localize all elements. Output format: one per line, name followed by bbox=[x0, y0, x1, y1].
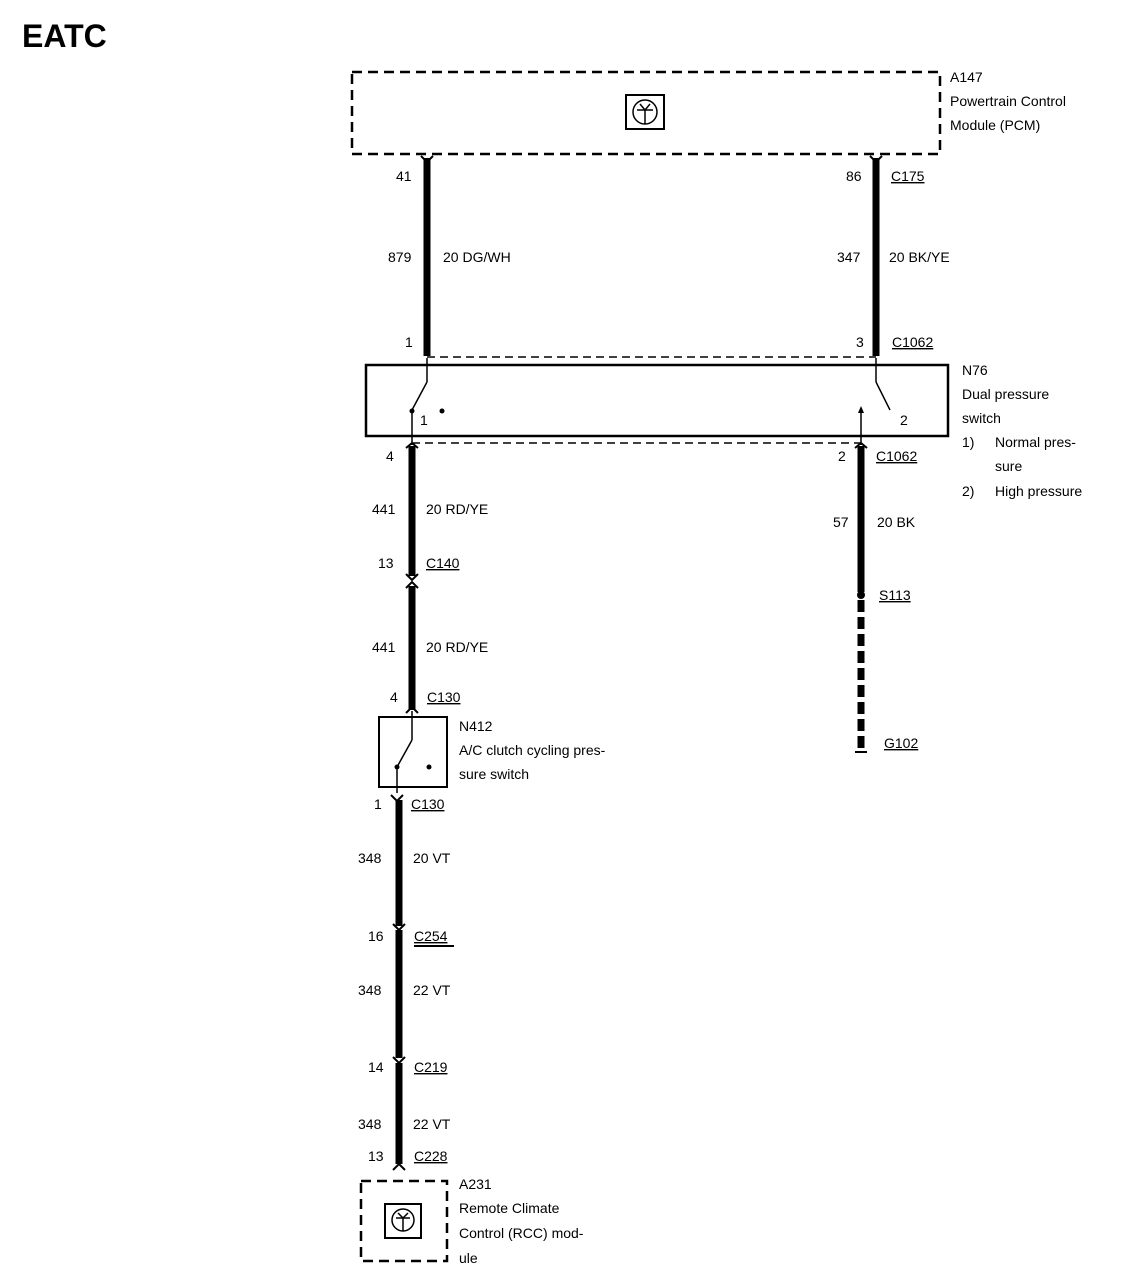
pin-3-top-label: 3 bbox=[856, 334, 864, 350]
pin-4-label: 4 bbox=[386, 448, 394, 464]
c228-chevron bbox=[392, 1162, 406, 1171]
switch-1-contact bbox=[411, 381, 428, 411]
c140-chevron-top bbox=[405, 573, 419, 582]
switch-pos-2-label: 2 bbox=[900, 412, 908, 428]
rcc-module-icon bbox=[384, 1203, 422, 1239]
c140-chevron-bottom bbox=[405, 580, 419, 589]
c130-top-chevron bbox=[405, 705, 419, 714]
connector-c130-top: C130 bbox=[427, 689, 461, 705]
rcc-name-line1: Remote Climate bbox=[459, 1200, 560, 1216]
pin-1-top-label: 1 bbox=[405, 334, 413, 350]
clutch-switch-name-line2: sure switch bbox=[459, 766, 529, 782]
wire-347-circuit: 347 bbox=[837, 249, 861, 265]
pin-16-label: 16 bbox=[368, 928, 384, 944]
connector-c140: C140 bbox=[426, 555, 460, 571]
wire-348-c-circuit: 348 bbox=[358, 1116, 382, 1132]
pcm-name-line2: Module (PCM) bbox=[950, 117, 1040, 133]
pcm-id-label: A147 bbox=[950, 69, 983, 85]
wire-441-upper-spec: 20 RD/YE bbox=[426, 501, 488, 517]
rcc-module-box bbox=[359, 1179, 449, 1263]
pcm-module-icon bbox=[625, 94, 665, 130]
clutch-switch-box bbox=[378, 716, 448, 788]
pin-1-c130-label: 1 bbox=[374, 796, 382, 812]
switch-pos-1-label: 1 bbox=[420, 412, 428, 428]
connector-c219: C219 bbox=[414, 1059, 448, 1075]
connector-c130-bottom: C130 bbox=[411, 796, 445, 812]
pin-41-label: 41 bbox=[396, 168, 412, 184]
connector-c1062-top: C1062 bbox=[892, 334, 933, 350]
connector-c1062-bottom: C1062 bbox=[876, 448, 917, 464]
switch-1-dot bbox=[439, 408, 445, 414]
wire-348-a-circuit: 348 bbox=[358, 850, 382, 866]
pin-13-c228-label: 13 bbox=[368, 1148, 384, 1164]
pin-86-label: 86 bbox=[846, 168, 862, 184]
switch-2-terminal bbox=[858, 406, 864, 413]
rcc-name-line3: ule bbox=[459, 1250, 478, 1266]
clutch-switch-dot bbox=[426, 764, 432, 770]
wire-879-spec: 20 DG/WH bbox=[443, 249, 511, 265]
wire-441-lower-circuit: 441 bbox=[372, 639, 396, 655]
switch-2-contact bbox=[875, 381, 891, 411]
pin-2-label: 2 bbox=[838, 448, 846, 464]
wire-879-circuit: 879 bbox=[388, 249, 412, 265]
wire-57-circuit: 57 bbox=[833, 514, 849, 530]
legend-1-num: 1) bbox=[962, 434, 974, 450]
clutch-switch-contact bbox=[396, 739, 413, 768]
clutch-switch-id-label: N412 bbox=[459, 718, 493, 734]
connector-c254: C254 bbox=[414, 928, 448, 944]
wire-347-spec: 20 BK/YE bbox=[889, 249, 950, 265]
pcm-name-line1: Powertrain Control bbox=[950, 93, 1066, 109]
dual-switch-name-line2: switch bbox=[962, 410, 1001, 426]
dual-switch-name-line1: Dual pressure bbox=[962, 386, 1049, 402]
legend-1-line1: Normal pres- bbox=[995, 434, 1076, 450]
rcc-name-line2: Control (RCC) mod- bbox=[459, 1225, 584, 1241]
page-title: EATC bbox=[22, 18, 107, 54]
pin-2-chevron bbox=[854, 441, 868, 449]
connector-c228: C228 bbox=[414, 1148, 448, 1164]
pin-4-c130-label: 4 bbox=[390, 689, 398, 705]
wire-348-b-circuit: 348 bbox=[358, 982, 382, 998]
pin-13-c140-label: 13 bbox=[378, 555, 394, 571]
wire-348-c-spec: 22 VT bbox=[413, 1116, 451, 1132]
wire-57-spec: 20 BK bbox=[877, 514, 916, 530]
pcm-module-box bbox=[350, 70, 942, 156]
dual-switch-id-label: N76 bbox=[962, 362, 988, 378]
rcc-id-label: A231 bbox=[459, 1176, 492, 1192]
dual-pressure-switch-box bbox=[364, 363, 950, 438]
wire-441-lower-spec: 20 RD/YE bbox=[426, 639, 488, 655]
wire-348-b-spec: 22 VT bbox=[413, 982, 451, 998]
splice-s113-label: S113 bbox=[879, 587, 911, 603]
legend-1-line2: sure bbox=[995, 458, 1022, 474]
ground-g102-label: G102 bbox=[884, 735, 918, 751]
wire-441-upper-circuit: 441 bbox=[372, 501, 396, 517]
pin-14-label: 14 bbox=[368, 1059, 384, 1075]
clutch-switch-name-line1: A/C clutch cycling pres- bbox=[459, 742, 606, 758]
splice-s113-dot bbox=[857, 591, 865, 599]
legend-2-num: 2) bbox=[962, 483, 974, 499]
legend-2-line1: High pressure bbox=[995, 483, 1082, 499]
pin-4-chevron bbox=[405, 441, 419, 449]
connector-c175: C175 bbox=[891, 168, 925, 184]
wire-348-a-spec: 20 VT bbox=[413, 850, 451, 866]
